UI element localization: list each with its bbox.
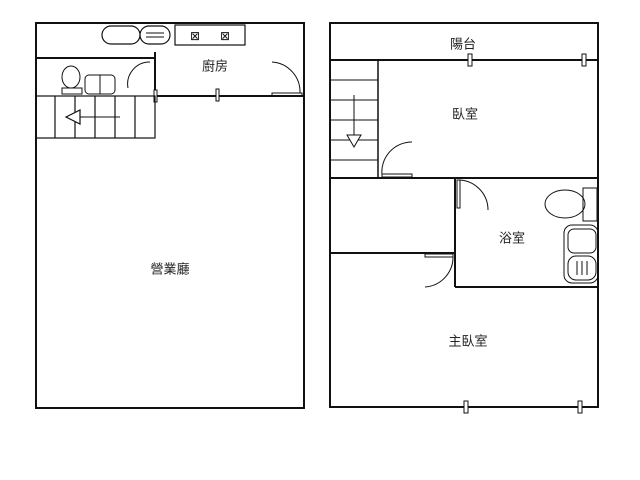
- toilet-icon: [544, 187, 598, 222]
- bathtub-icon: [563, 224, 599, 284]
- room-label-bathroom: 浴室: [498, 231, 526, 247]
- door-swing: [271, 61, 301, 94]
- room-label-bedroom: 臥室: [451, 107, 479, 123]
- svg-text:⊠: ⊠: [190, 29, 200, 43]
- room-label-master-bedroom: 主臥室: [448, 334, 488, 350]
- stairs-arrow-icon: [346, 134, 362, 148]
- ground-floor-plan: ⊠⊠: [35, 22, 305, 409]
- window-marker: [215, 88, 220, 102]
- svg-text:⊠: ⊠: [220, 29, 230, 43]
- stairs: [35, 95, 156, 139]
- room-label-hall: 營業廳: [150, 262, 190, 278]
- toilet-icon: [61, 65, 83, 95]
- room-label-kitchen: 廚房: [201, 59, 229, 75]
- room-label-balcony: 陽台: [449, 37, 477, 53]
- sink-icon: [101, 25, 171, 45]
- stairs-arrow-icon: [64, 109, 81, 125]
- door-swing: [127, 61, 151, 89]
- washbasin-icon: [84, 74, 116, 95]
- upper-floor-plan: [329, 22, 599, 414]
- stove-icon: ⊠⊠: [174, 24, 246, 46]
